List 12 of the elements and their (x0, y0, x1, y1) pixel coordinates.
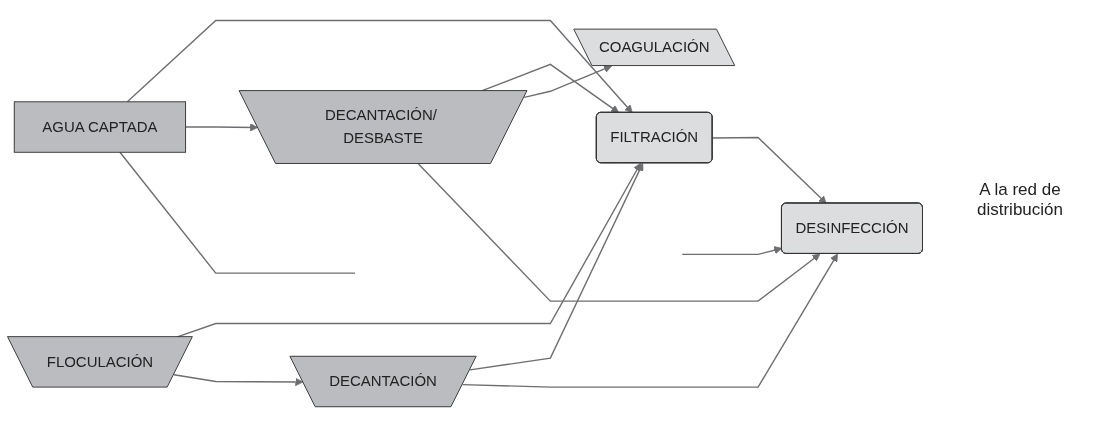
note-text: A la red de distribución (976, 180, 1064, 220)
arrow (462, 253, 838, 388)
arrow (173, 374, 304, 386)
node-box: AGUA CAPTADA (13, 101, 187, 153)
arrow (126, 19, 633, 114)
arrow (523, 64, 612, 98)
arrow (681, 246, 783, 255)
arrow (184, 123, 259, 132)
arrow (417, 163, 821, 302)
arrow (711, 136, 827, 204)
arrow (469, 162, 644, 371)
connector (119, 151, 356, 274)
